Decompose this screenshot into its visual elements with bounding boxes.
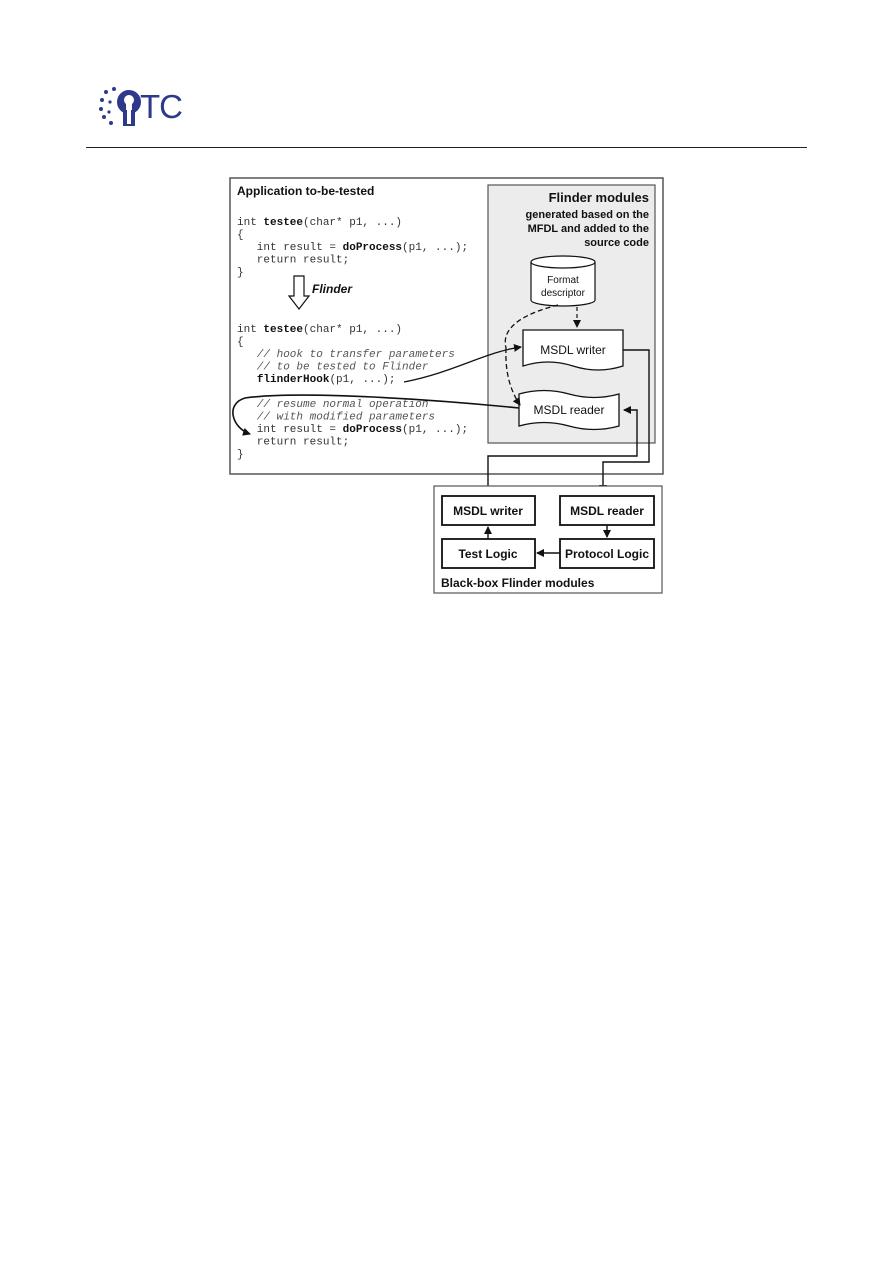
bb-test-logic-box (441, 538, 536, 569)
format-descriptor-cylinder (530, 255, 596, 307)
bb-protocol-logic-box (559, 538, 655, 569)
flinder-label: Flinder (312, 282, 353, 296)
msdl-reader-box (518, 389, 620, 431)
code-line: int testee(char* p1, ...) (237, 324, 402, 336)
bb-msdl-reader-label: MSDL reader (570, 504, 644, 518)
modules-title-line-2: generated based on the (526, 209, 649, 221)
flinder-transform-arrow-icon (287, 275, 311, 310)
bb-msdl-reader-box (559, 495, 655, 526)
code-line: return result; (237, 255, 349, 267)
bb-msdl-writer-label: MSDL writer (453, 504, 523, 518)
code-after-block: int testee(char* p1, ...){ // hook to tr… (237, 324, 468, 461)
code-line: flinderHook(p1, ...); (237, 374, 395, 386)
logo-stars-icon (99, 87, 116, 125)
code-line: // with modified parameters (237, 412, 435, 424)
msdl-writer-box (522, 329, 624, 371)
code-line: } (237, 267, 244, 279)
descriptor-to-writer-curve (504, 304, 559, 349)
code-line: // to be tested to Flinder (237, 362, 429, 374)
modules-title-line-3: MFDL and added to the (528, 223, 649, 235)
logo-keyhole-icon (117, 90, 141, 126)
modules-title-line-4: source code (584, 237, 649, 249)
hook-to-writer-arrow (403, 344, 522, 383)
writer-to-bb-reader-connector (599, 349, 650, 493)
format-descriptor-line-2: descriptor (541, 288, 586, 299)
blackbox-title: Black-box Flinder modules (441, 576, 595, 590)
code-line: int result = doProcess(p1, ...); (237, 424, 468, 436)
bb-test-logic-label: Test Logic (458, 547, 517, 561)
code-line: { (237, 230, 244, 242)
descriptor-to-reader-curve (505, 347, 521, 406)
msdl-reader-label: MSDL reader (534, 403, 605, 417)
reader-to-code-arrow (232, 394, 520, 436)
modules-title-line-1: Flinder modules (549, 190, 649, 205)
code-before-block: int testee(char* p1, ...){ int result = … (237, 217, 468, 279)
bb-protocol-logic-label: Protocol Logic (565, 547, 649, 561)
code-line: // hook to transfer parameters (237, 349, 455, 361)
itc-logo (99, 87, 141, 126)
code-line: int testee(char* p1, ...) (237, 217, 402, 229)
msdl-writer-label: MSDL writer (540, 343, 606, 357)
code-line: { (237, 337, 244, 349)
format-descriptor-line-1: Format (547, 275, 579, 286)
code-line: } (237, 449, 244, 461)
code-line: int result = doProcess(p1, ...); (237, 242, 468, 254)
bb-msdl-writer-box (441, 495, 536, 526)
bb-writer-to-reader-connector (487, 406, 638, 494)
header-divider (86, 147, 807, 148)
code-line: return result; (237, 437, 349, 449)
flinder-architecture-diagram: Application to-be-tested int testee(char… (229, 177, 664, 594)
logo-text: TC (140, 88, 183, 125)
application-title: Application to-be-tested (237, 184, 374, 198)
code-line: // resume normal operation (237, 399, 428, 411)
